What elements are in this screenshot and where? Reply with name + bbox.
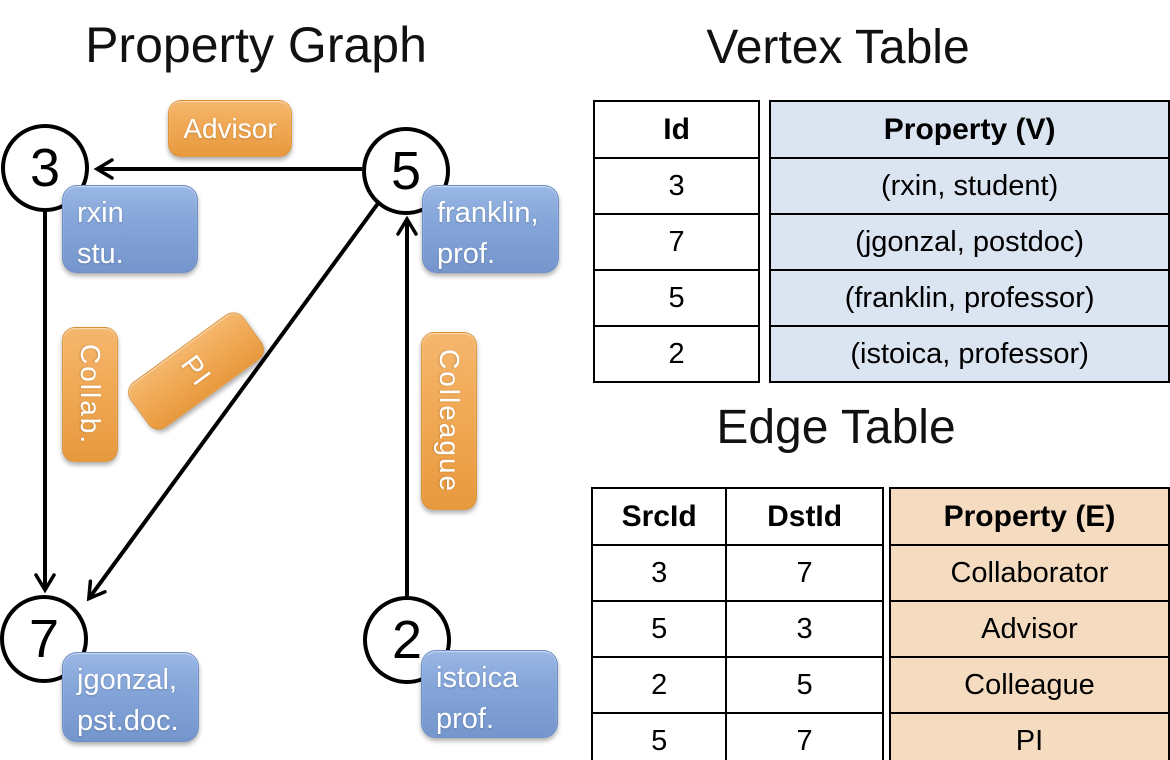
vertex-property-line: jgonzal, xyxy=(77,664,177,696)
column-header-property-e: Property (E) xyxy=(888,487,1170,546)
column-header-srcid: SrcId xyxy=(590,487,728,546)
vertex-table: Id 3 7 5 2 Property (V) (rxin, student) … xyxy=(592,100,1170,383)
table-header-row: Property (E) xyxy=(888,487,1170,546)
edge-label-text: Collab. xyxy=(75,343,106,446)
edge-label-text: PI xyxy=(174,349,218,393)
vertex-property-line: pst.doc. xyxy=(77,705,179,737)
table-row: 3 7 xyxy=(590,544,884,602)
cell-property: PI xyxy=(888,712,1170,760)
vertex-property-line: prof. xyxy=(437,238,496,270)
vertex-property-line: franklin, xyxy=(437,197,539,229)
table-row: 5 xyxy=(592,269,761,327)
cell-dstid: 7 xyxy=(725,544,884,602)
cell-id: 2 xyxy=(592,325,761,383)
table-row: (jgonzal, postdoc) xyxy=(769,213,1170,271)
vertex-property-line: istoica xyxy=(436,662,519,694)
edge-table-title: Edge Table xyxy=(716,401,956,454)
table-row: 2 5 xyxy=(590,656,884,714)
vertex-property-box-franklin: franklin, prof. xyxy=(422,185,559,273)
table-row: (istoica, professor) xyxy=(769,325,1170,383)
cell-dstid: 5 xyxy=(725,656,884,714)
cell-property: (rxin, student) xyxy=(769,157,1170,215)
column-header-dstid: DstId xyxy=(725,487,884,546)
cell-property: (franklin, professor) xyxy=(769,269,1170,327)
vertex-table-id-column: Id 3 7 5 2 xyxy=(592,100,761,383)
vertex-table-property-column: Property (V) (rxin, student) (jgonzal, p… xyxy=(769,100,1170,383)
edge-table: SrcId DstId 3 7 5 3 2 5 5 7 Property (E) xyxy=(590,487,1170,760)
property-graph-title: Property Graph xyxy=(85,17,427,73)
cell-dstid: 3 xyxy=(725,600,884,658)
table-row: 2 xyxy=(592,325,761,383)
cell-srcid: 3 xyxy=(590,544,728,602)
column-header-property-v: Property (V) xyxy=(769,100,1170,159)
vertex-property-box-rxin: rxin stu. xyxy=(62,185,198,273)
node-id-label: 3 xyxy=(29,138,61,198)
table-header-row: Property (V) xyxy=(769,100,1170,159)
table-row: 3 xyxy=(592,157,761,215)
edge-label-colleague: Colleague xyxy=(421,332,477,510)
table-header-row: SrcId DstId xyxy=(590,487,884,546)
vertex-property-box-jgonzal: jgonzal, pst.doc. xyxy=(62,652,199,742)
table-row: (franklin, professor) xyxy=(769,269,1170,327)
edge-label-advisor: Advisor xyxy=(168,100,292,157)
graph-node-2: 2 xyxy=(363,596,451,684)
edge-label-text: Advisor xyxy=(183,112,277,144)
cell-property: (jgonzal, postdoc) xyxy=(769,213,1170,271)
vertex-property-box-istoica: istoica prof. xyxy=(421,650,558,738)
edge-arrow-5-to-7 xyxy=(86,200,381,602)
table-row: 5 7 xyxy=(590,712,884,760)
cell-id: 7 xyxy=(592,213,761,271)
vertex-table-title: Vertex Table xyxy=(706,21,970,74)
cell-property: Advisor xyxy=(888,600,1170,658)
cell-property: Collaborator xyxy=(888,544,1170,602)
vertex-property-line: prof. xyxy=(436,703,495,735)
table-header-row: Id xyxy=(592,100,761,159)
node-id-label: 7 xyxy=(28,609,60,669)
cell-property: (istoica, professor) xyxy=(769,325,1170,383)
graph-node-5: 5 xyxy=(362,127,450,215)
table-row: Collaborator xyxy=(888,544,1170,602)
table-row: 5 3 xyxy=(590,600,884,658)
table-row: Colleague xyxy=(888,656,1170,714)
table-row: 7 xyxy=(592,213,761,271)
edge-label-collab: Collab. xyxy=(62,327,118,462)
node-id-label: 5 xyxy=(390,141,422,201)
node-id-label: 2 xyxy=(391,610,423,670)
edge-label-text: Colleague xyxy=(434,348,465,494)
cell-id: 5 xyxy=(592,269,761,327)
cell-dstid: 7 xyxy=(725,712,884,760)
table-row: PI xyxy=(888,712,1170,760)
graph-edges-layer xyxy=(34,158,418,602)
vertex-property-line: rxin xyxy=(77,197,124,229)
cell-srcid: 5 xyxy=(590,600,728,658)
cell-property: Colleague xyxy=(888,656,1170,714)
cell-srcid: 5 xyxy=(590,712,728,760)
vertex-property-line: stu. xyxy=(77,238,124,270)
cell-id: 3 xyxy=(592,157,761,215)
table-row: (rxin, student) xyxy=(769,157,1170,215)
edge-table-property-column: Property (E) Collaborator Advisor Collea… xyxy=(888,487,1170,760)
column-header-id: Id xyxy=(592,100,761,159)
table-row: Advisor xyxy=(888,600,1170,658)
edge-table-id-columns: SrcId DstId 3 7 5 3 2 5 5 7 xyxy=(590,487,884,760)
cell-srcid: 2 xyxy=(590,656,728,714)
